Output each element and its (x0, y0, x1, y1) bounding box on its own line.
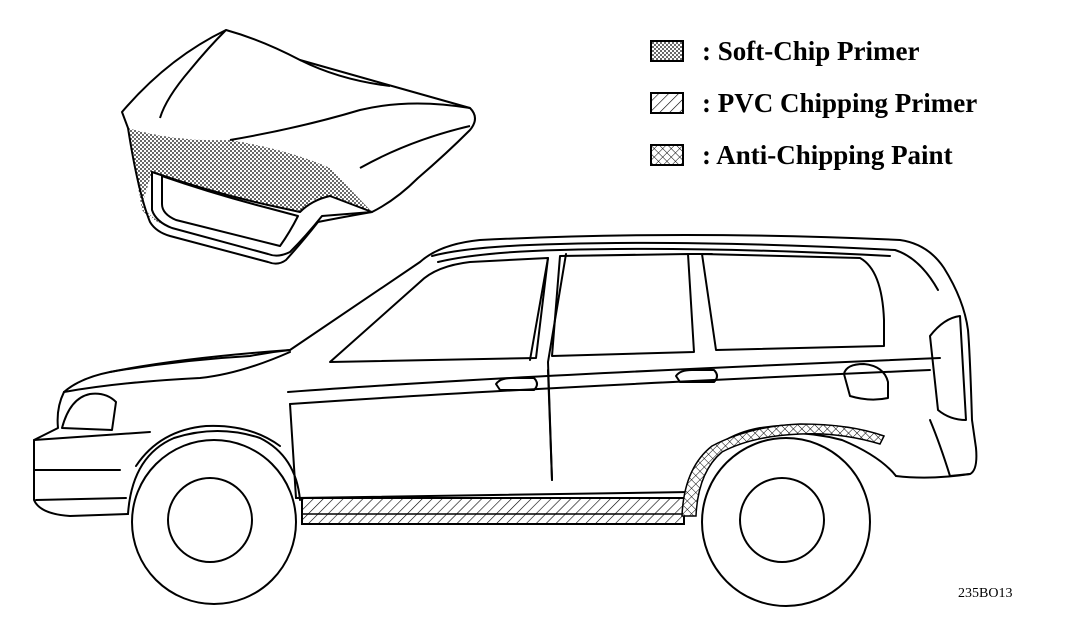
soft-chip-swatch-icon (650, 40, 684, 62)
anti-chip-swatch-icon (650, 144, 684, 166)
legend-label-pvc: : PVC Chipping Primer (702, 87, 978, 118)
legend-label-soft-chip: : Soft-Chip Primer (702, 35, 920, 66)
front-wheel (131, 439, 297, 605)
hood-soft-chip-area (128, 128, 372, 226)
legend-soft-chip: : Soft-Chip Primer (650, 36, 919, 66)
legend-anti-chip: : Anti-Chipping Paint (650, 140, 953, 170)
hood-panel (121, 29, 476, 265)
legend-pvc: : PVC Chipping Primer (650, 88, 977, 118)
rear-wheel (701, 437, 871, 607)
figure-code: 235BO13 (958, 586, 1013, 601)
legend-label-anti-chip: : Anti-Chipping Paint (702, 139, 953, 170)
rocker-pvc-area (301, 497, 685, 525)
pvc-swatch-icon (650, 92, 684, 114)
rear-arch-anti-chip-area (681, 423, 886, 517)
